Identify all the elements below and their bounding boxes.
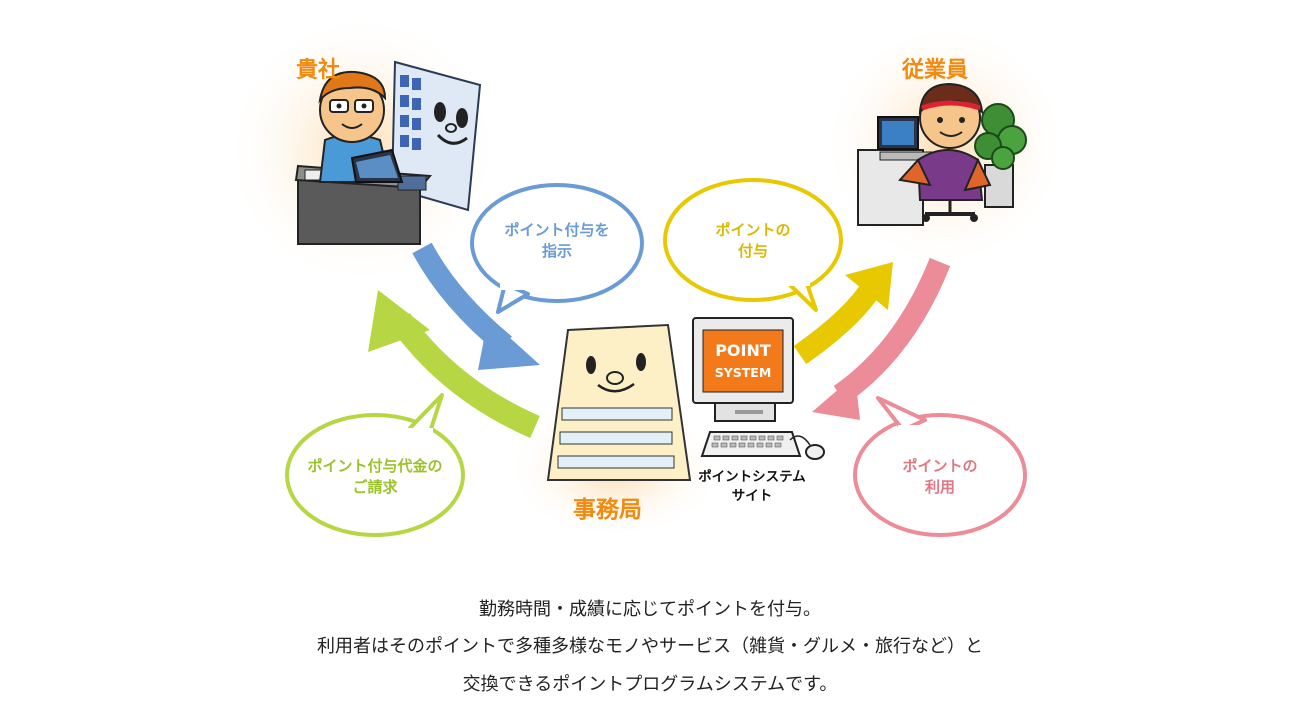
bubble-grant-text: ポイントの 付与 [683,220,823,262]
company-label: 貴社 [296,58,341,83]
bubble-billing-line1: ポイント付与代金の [307,457,443,475]
office-label: 事務局 [573,497,642,523]
bubble-instruct-text: ポイント付与を 指示 [487,220,627,262]
company-manager [318,70,404,183]
bubble-use-text: ポイントの 利用 [870,456,1010,498]
system-caption-line2: サイト [731,488,773,504]
system-caption-line1: ポイントシステム [698,469,806,485]
point-system-diagram: 貴社 従業員 事務局 ポイント付与を 指示 ポイントの 付与 ポイント付与代金の… [222,10,1070,540]
system-screen-line1: POINT [715,341,771,360]
employee-person [898,82,992,222]
bubble-use-line1: ポイントの [902,457,978,475]
arrow-green-billing [390,312,540,439]
bubble-grant [663,178,843,312]
bubble-billing-text: ポイント付与代金の ご請求 [290,456,460,498]
arrow-yellow-grant [793,283,880,365]
arrow-green-head [368,290,430,352]
bubble-billing [285,393,465,537]
arrow-blue-head [478,318,540,370]
caption-line-2: 利用者はそのポイントで多種多様なモノやサービス（雑貨・グルメ・旅行など）と [317,636,983,657]
bubble-use-line2: 利用 [924,478,955,496]
bubble-grant-line1: ポイントの [715,221,791,239]
arrow-yellow-head [845,262,893,310]
caption-line-1: 勤務時間・成績に応じてポイントを付与。 [479,599,821,620]
employee-label: 従業員 [902,58,969,83]
bubble-instruct [470,183,644,314]
bubble-billing-line2: ご請求 [352,478,398,496]
bubble-instruct-line1: ポイント付与を [504,221,610,239]
bubble-instruct-line2: 指示 [541,242,572,260]
office-document-character [546,323,692,481]
bubble-grant-line2: 付与 [737,242,768,260]
bubble-use [853,396,1027,537]
caption-line-3: 交換できるポイントプログラムシステムです。 [462,674,838,695]
arrow-pink-head [812,375,860,420]
employee-plant [974,103,1027,208]
system-screen-line2: SYSTEM [714,365,772,380]
system-caption: ポイントシステム サイト [682,468,822,506]
company-building [390,60,482,212]
system-screen-text: POINT SYSTEM [703,340,783,384]
point-system-computer [692,317,825,460]
